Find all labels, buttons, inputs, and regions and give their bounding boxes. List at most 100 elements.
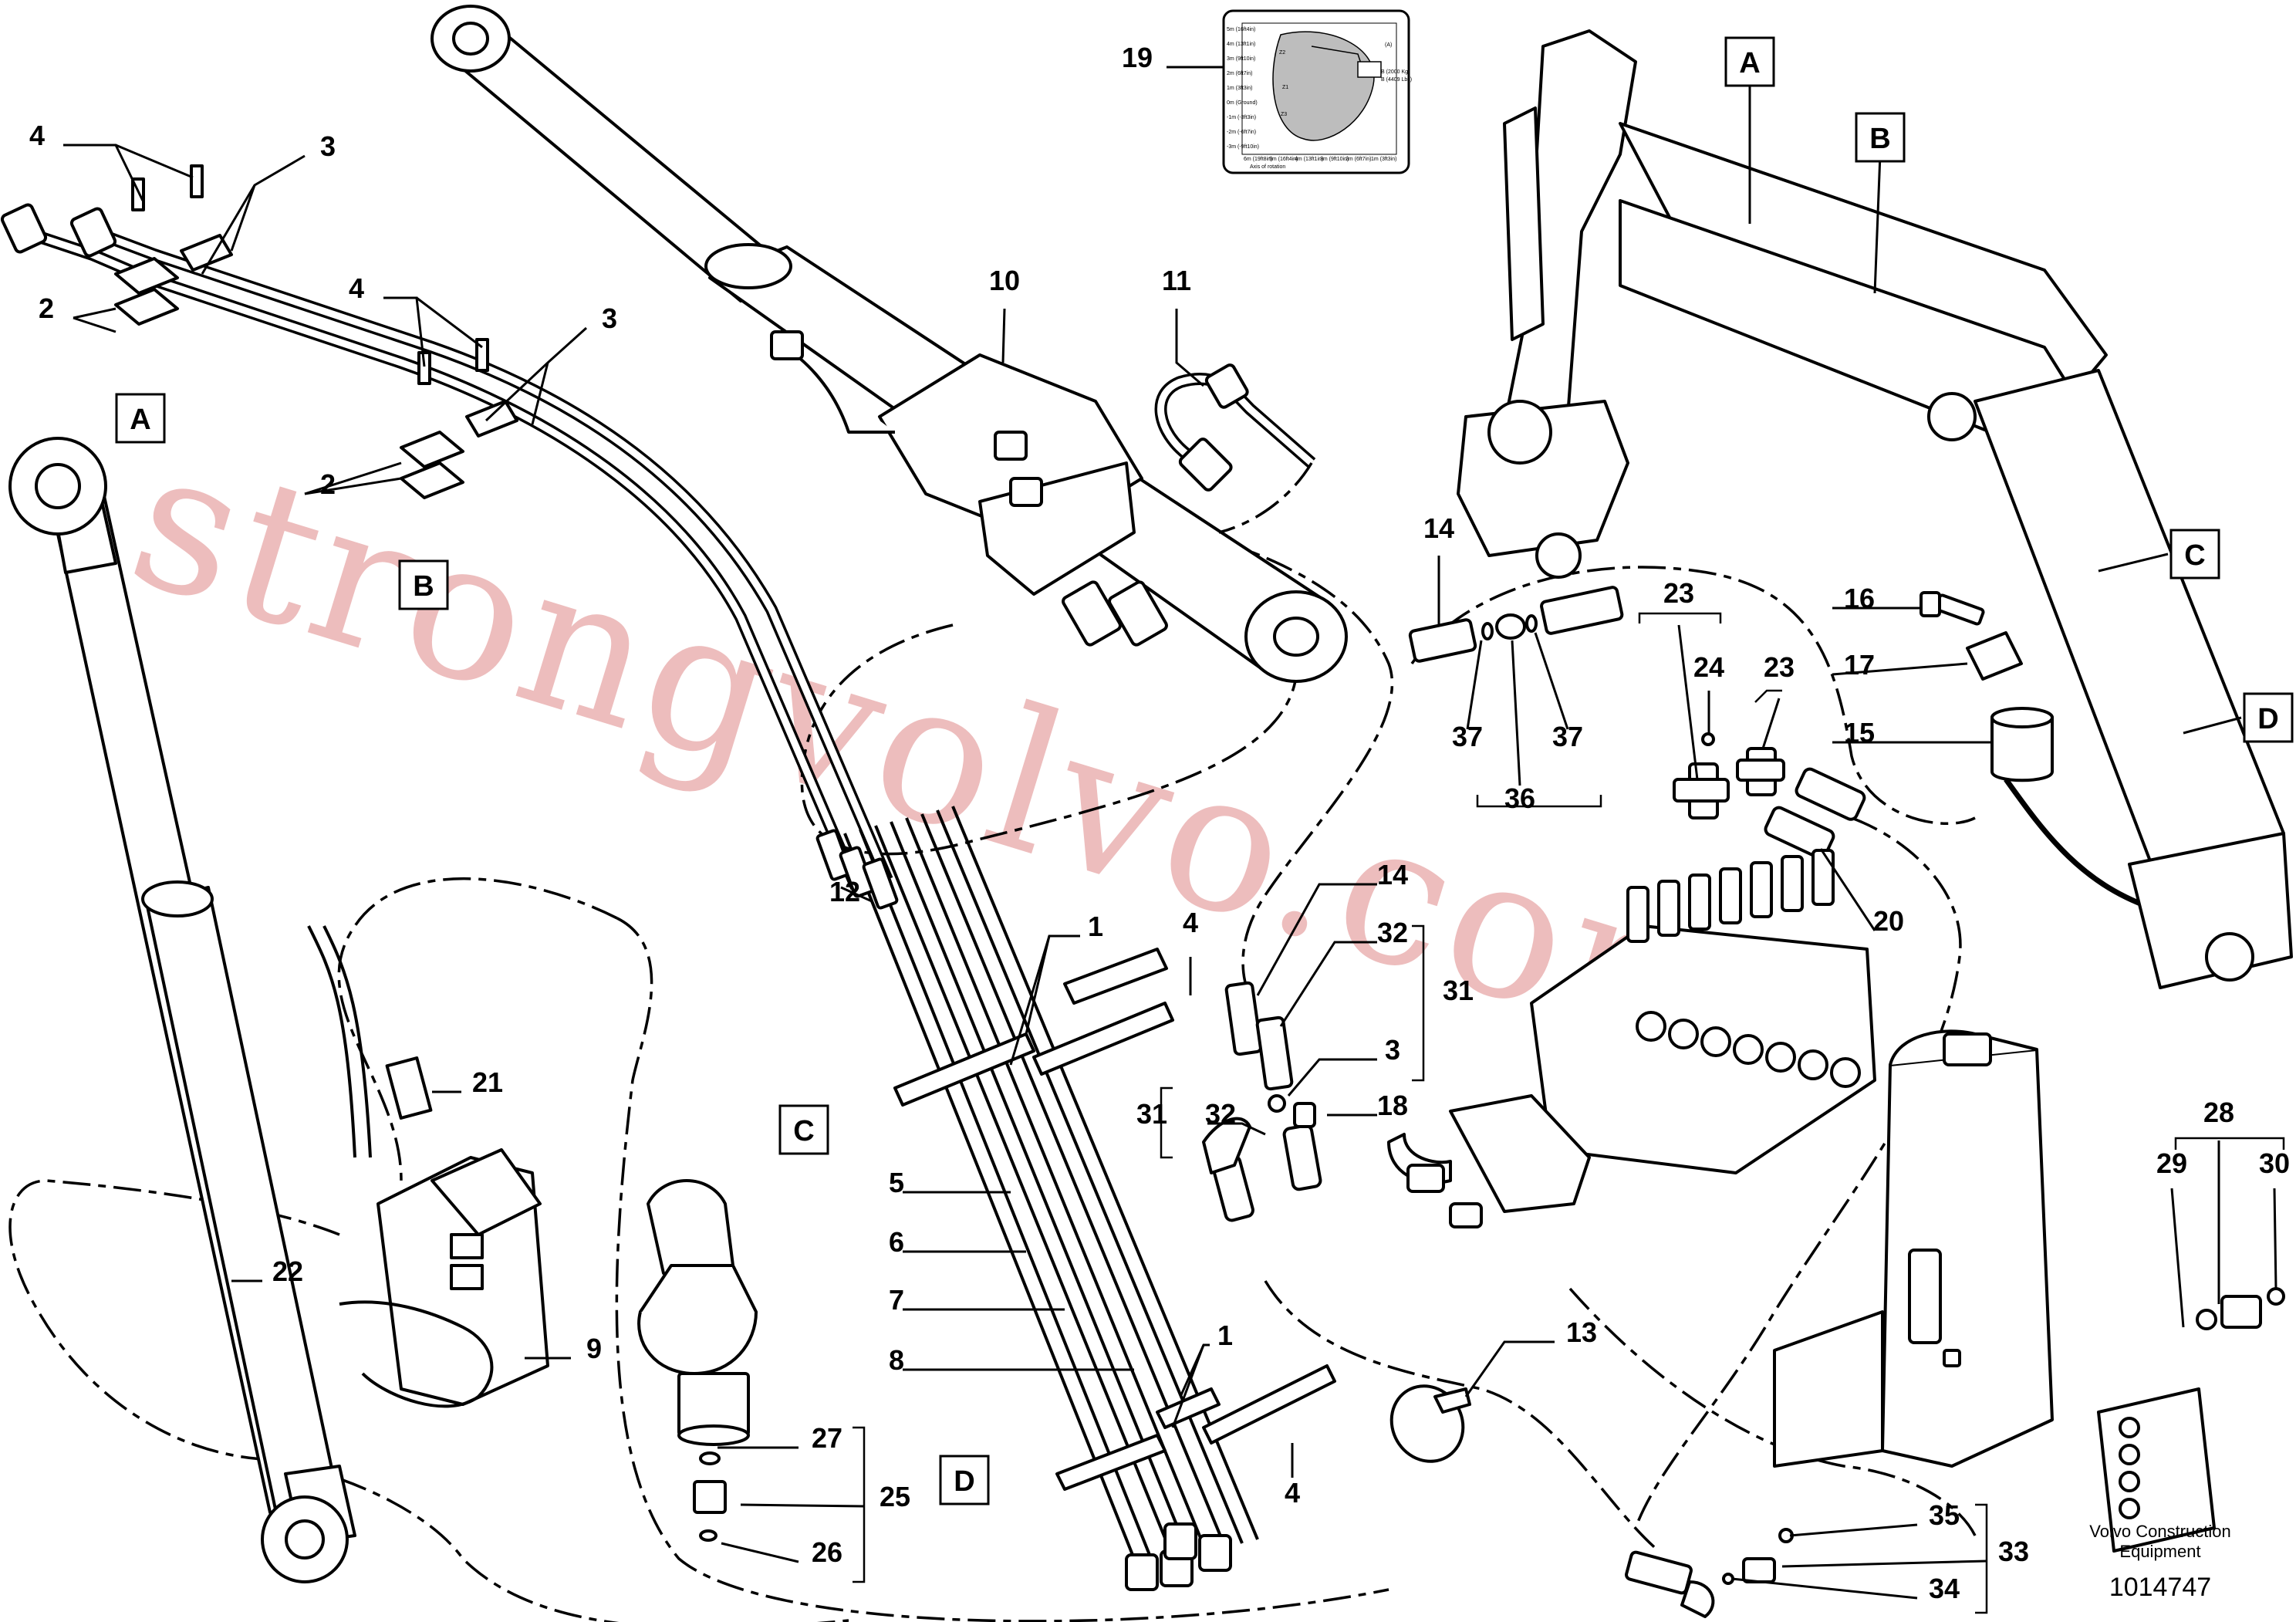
reference-box-letter: C bbox=[793, 1115, 814, 1147]
callout-number: 12 bbox=[829, 876, 860, 907]
hydraulic-tank bbox=[1773, 1029, 2054, 1468]
callout-number: 19 bbox=[1122, 42, 1153, 73]
reference-box-frame bbox=[778, 1104, 829, 1155]
callout-number: 35 bbox=[1929, 1499, 1960, 1531]
reference-box: A bbox=[115, 393, 166, 444]
inset-x-tick: 1m (3ft3in) bbox=[1371, 157, 1396, 162]
callout-number: 14 bbox=[1423, 512, 1454, 544]
brand-line-2: Equipment bbox=[2119, 1542, 2200, 1561]
valve-port bbox=[1830, 1057, 1861, 1088]
valve-port bbox=[1700, 1026, 1731, 1057]
svg-text:Z2: Z2 bbox=[1279, 50, 1285, 56]
reference-box-frame bbox=[1855, 112, 1906, 163]
callout-number: 7 bbox=[889, 1284, 904, 1316]
fittings-33 bbox=[1625, 1528, 1794, 1618]
callout-number: 2 bbox=[39, 292, 54, 324]
valve-port bbox=[1636, 1011, 1666, 1042]
inset-y-tick: -1m (-3ft3in) bbox=[1227, 115, 1256, 120]
reference-box-letter: D bbox=[954, 1465, 974, 1498]
callout-number: 3 bbox=[320, 130, 336, 162]
inset-y-tick: 4m (13ft1in) bbox=[1227, 42, 1255, 47]
pipe-bundle bbox=[815, 806, 1336, 1591]
reference-box-letter: D bbox=[2257, 703, 2278, 735]
leader-lines bbox=[63, 66, 2277, 1600]
brand-line-1: Volvo Construction bbox=[2089, 1522, 2230, 1541]
valve-spool bbox=[1719, 867, 1742, 924]
callout-number: 4 bbox=[349, 272, 364, 304]
callout-number: 6 bbox=[889, 1226, 904, 1258]
callout-number: 31 bbox=[1443, 975, 1474, 1006]
callout-number: 14 bbox=[1377, 859, 1408, 890]
valve-port bbox=[1798, 1049, 1828, 1080]
joystick bbox=[637, 1179, 758, 1542]
callout-number: 22 bbox=[272, 1255, 303, 1287]
valve-spool bbox=[1626, 886, 1649, 943]
callout-number: 20 bbox=[1873, 905, 1904, 937]
svg-text:B (4409 Lbs): B (4409 Lbs) bbox=[1381, 77, 1412, 83]
reference-box: D bbox=[939, 1455, 990, 1505]
callout-number: 32 bbox=[1205, 1098, 1236, 1130]
reference-box-letter: B bbox=[1869, 123, 1890, 155]
valve-spool bbox=[1781, 855, 1804, 912]
valve-port bbox=[1765, 1042, 1796, 1073]
callout-number: 3 bbox=[602, 302, 617, 334]
callout-number: 3 bbox=[1385, 1034, 1400, 1066]
svg-text:Z3: Z3 bbox=[1281, 112, 1287, 117]
callout-number: 26 bbox=[812, 1536, 842, 1568]
reference-box-letter: C bbox=[2184, 539, 2205, 572]
callout-number: 23 bbox=[1764, 651, 1795, 683]
fittings-31-32 bbox=[1202, 981, 1322, 1222]
callout-number: 16 bbox=[1844, 583, 1875, 614]
callout-number: 28 bbox=[2203, 1097, 2234, 1128]
callout-number: 23 bbox=[1663, 577, 1694, 609]
hose-11 bbox=[1154, 363, 1316, 534]
callout-number: 31 bbox=[1136, 1098, 1167, 1130]
main-pipes-upper bbox=[0, 164, 893, 890]
svg-text:(A): (A) bbox=[1385, 42, 1392, 48]
fittings-upper bbox=[1408, 586, 2162, 914]
inset-x-tick: 5m (16ft4in) bbox=[1269, 157, 1298, 162]
callout-number: 4 bbox=[1285, 1477, 1300, 1509]
callout-number: 8 bbox=[889, 1344, 904, 1376]
inset-y-tick: 3m (9ft10in) bbox=[1227, 56, 1255, 62]
inset-y-tick: 0m (Ground) bbox=[1227, 100, 1258, 106]
inset-y-tick: 2m (6ft7in) bbox=[1227, 71, 1252, 76]
inset-x-tick: 4m (13ft1in) bbox=[1295, 157, 1323, 162]
callout-number: 1 bbox=[1217, 1320, 1233, 1351]
valve-spool bbox=[1657, 880, 1680, 937]
footer-block: Volvo Construction Equipment 1014747 bbox=[2089, 1522, 2230, 1602]
reference-box-frame bbox=[2243, 692, 2294, 743]
excavator-boom bbox=[1457, 29, 2293, 989]
reference-box: B bbox=[1855, 112, 1906, 163]
inset-x-tick: 3m (9ft10in) bbox=[1320, 157, 1349, 162]
callout-number: 4 bbox=[29, 120, 45, 151]
reference-box: A bbox=[1724, 36, 1775, 87]
valve-port bbox=[1733, 1034, 1764, 1065]
reference-box-frame bbox=[115, 393, 166, 444]
small-valve-block bbox=[2097, 1287, 2285, 1553]
callout-number: 9 bbox=[586, 1333, 602, 1364]
callout-number: 34 bbox=[1929, 1573, 1960, 1604]
callout-number: 36 bbox=[1504, 782, 1535, 814]
reference-box: D bbox=[2243, 692, 2294, 743]
reference-box: C bbox=[778, 1104, 829, 1155]
callout-number: 32 bbox=[1377, 917, 1408, 948]
callout-number: 21 bbox=[472, 1066, 503, 1098]
callout-number: 5 bbox=[889, 1167, 904, 1198]
svg-text:Z1: Z1 bbox=[1282, 85, 1288, 90]
reference-box-frame bbox=[1724, 36, 1775, 87]
callout-number: 25 bbox=[880, 1481, 910, 1512]
callout-number: 4 bbox=[1183, 907, 1198, 938]
document-number: 1014747 bbox=[2109, 1573, 2211, 1602]
arm-cylinder bbox=[430, 5, 1348, 683]
valve-spool bbox=[1811, 849, 1835, 906]
reference-box: C bbox=[2169, 529, 2220, 580]
svg-text:Axis of rotation: Axis of rotation bbox=[1250, 164, 1285, 170]
callout-number: 29 bbox=[2156, 1147, 2187, 1179]
reference-box-frame bbox=[939, 1455, 990, 1505]
valve-spool bbox=[1688, 874, 1711, 931]
inset-x-tick: 6m (19ft8in) bbox=[1244, 157, 1272, 162]
